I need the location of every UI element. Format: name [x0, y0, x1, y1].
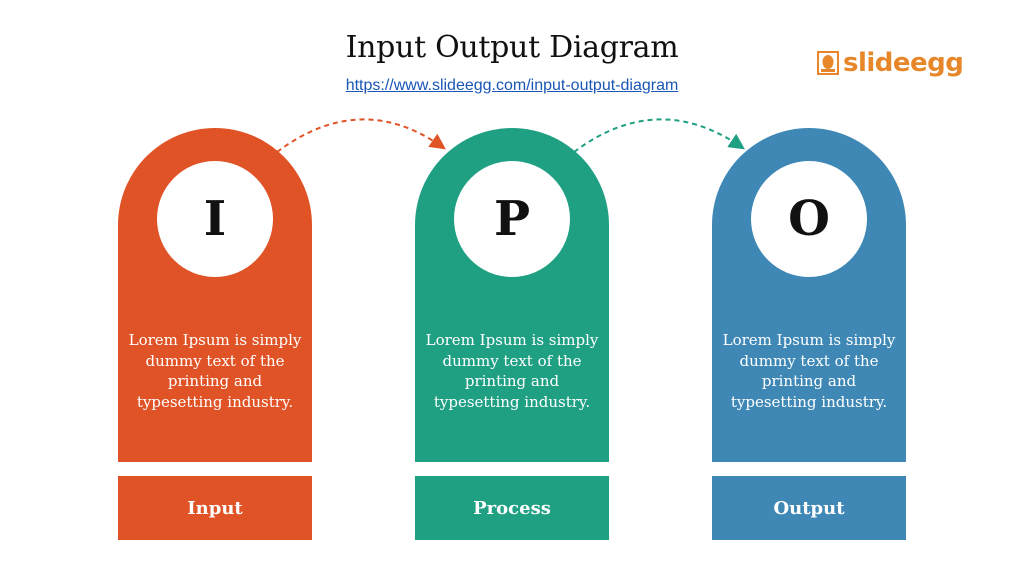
input-to-process-arrow [276, 118, 446, 153]
stage-process-letter: P [493, 191, 531, 247]
stage-input-pillar: I Lorem Ipsum is simply dummy text of th… [118, 128, 312, 462]
page-title: Input Output Diagram [345, 30, 679, 65]
slideegg-logo: slideegg [817, 46, 964, 80]
stage-output-description: Lorem Ipsum is simply dummy text of the … [722, 331, 896, 411]
stage-output-pillar: O Lorem Ipsum is simply dummy text of th… [712, 128, 906, 462]
logo-text: slideegg [843, 48, 964, 78]
stage-input-letter: I [203, 191, 227, 247]
stage-input-description: Lorem Ipsum is simply dummy text of the … [128, 331, 302, 411]
process-to-output-arrow [573, 118, 745, 153]
stage-process-label: Process [473, 497, 551, 519]
stage-output-circle: O [751, 161, 867, 277]
stage-input-circle: I [157, 161, 273, 277]
egg-logo-icon [817, 51, 839, 75]
stage-input-label: Input [187, 497, 243, 519]
stage-process-label-box: Process [415, 476, 609, 540]
source-link[interactable]: https://www.slideegg.com/input-output-di… [345, 77, 679, 94]
stage-input-label-box: Input [118, 476, 312, 540]
stage-output-letter: O [788, 191, 830, 247]
stage-process-description: Lorem Ipsum is simply dummy text of the … [425, 331, 599, 411]
stage-process-circle: P [454, 161, 570, 277]
stage-output-label: Output [773, 497, 845, 519]
stage-output-label-box: Output [712, 476, 906, 540]
stage-process-pillar: P Lorem Ipsum is simply dummy text of th… [415, 128, 609, 462]
